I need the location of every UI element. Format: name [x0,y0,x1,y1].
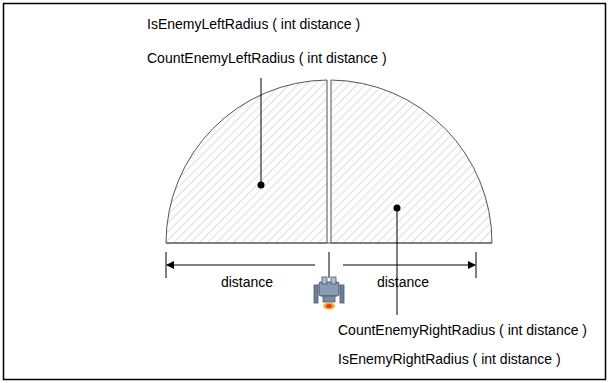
function-name: CountEnemyRightRadius ( int distance ) [338,321,587,339]
dimension-tick [476,252,477,278]
leader-line [261,78,262,185]
dimension-tick [329,252,330,278]
function-name: IsEnemyLeftRadius ( int distance ) [147,15,360,33]
dimension-arrow [167,265,315,266]
function-name: IsEnemyRightRadius ( int distance ) [338,350,561,368]
right-half-radius [331,80,492,243]
leader-line [397,208,398,315]
dimension-label: distance [221,273,273,291]
frame [4,4,606,380]
left-half-radius [166,80,327,243]
function-name: CountEnemyLeftRadius ( int distance ) [147,49,387,67]
dimension-label: distance [377,273,429,291]
dimension-tick [166,252,167,278]
base-line [166,243,492,244]
dimension-arrow [343,265,475,266]
leader-dot [258,182,265,189]
robot-icon [314,277,344,310]
leader-dot [394,205,401,212]
